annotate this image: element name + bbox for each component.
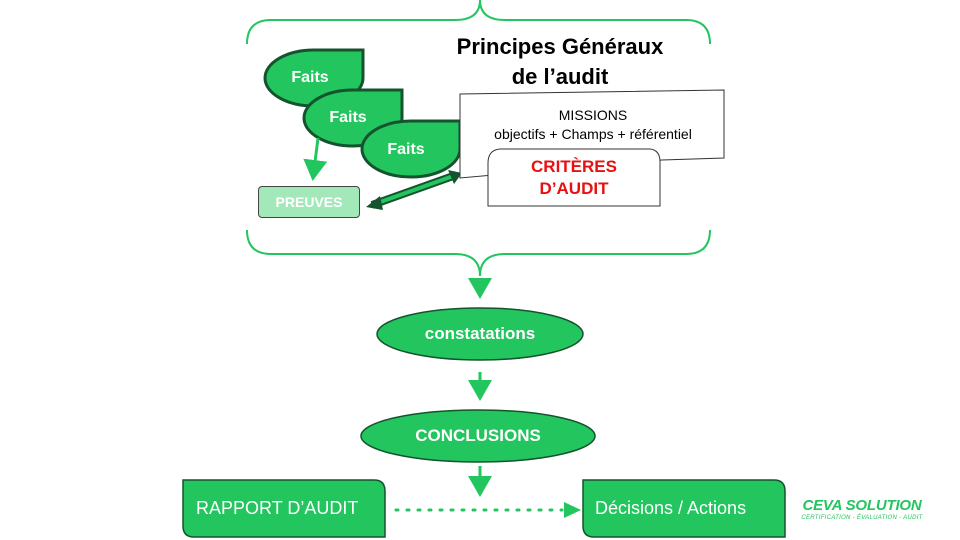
conclusions-ellipse (360, 409, 596, 463)
faits-to-preuves-arrow (303, 137, 328, 181)
criteres-line-2: D’AUDIT (539, 179, 609, 198)
preuves-label: PREUVES (275, 194, 343, 210)
constatations-label: constatations (424, 324, 536, 343)
criteres-box (487, 148, 661, 207)
ceva-logo-tagline: CERTIFICATION - ÉVALUATION - AUDIT (801, 515, 923, 521)
rapport-box (182, 479, 386, 538)
preuves-criteres-double-arrow (366, 170, 462, 210)
ceva-logo-name: CEVA SOLUTION (802, 497, 922, 514)
conclusions-label: CONCLUSIONS (415, 426, 541, 445)
faits-shape-3 (360, 119, 462, 179)
faits-label-3: Faits (387, 141, 425, 158)
criteres-line-1: CRITÈRES (531, 157, 617, 176)
title-line-2: de l’audit (511, 64, 609, 89)
diagram-title: Principes Généraux de l’audit (430, 32, 690, 92)
faits-label-1: Faits (291, 69, 329, 86)
decisions-label: Décisions / Actions (595, 498, 747, 518)
constatations-ellipse (376, 307, 584, 361)
top-brace (246, 0, 711, 45)
decisions-box (582, 479, 786, 538)
faits-label-2: Faits (329, 109, 367, 126)
missions-line-2: objectifs + Champs + référentiel (494, 126, 692, 142)
missions-line-1: MISSIONS (558, 107, 628, 123)
title-line-1: Principes Généraux (456, 34, 664, 59)
rapport-label: RAPPORT D’AUDIT (196, 498, 359, 518)
bottom-brace (246, 229, 711, 277)
missions-text: MISSIONS objectifs + Champs + référentie… (462, 106, 724, 144)
criteres-text: CRITÈRES D’AUDIT (490, 156, 658, 200)
preuves-box: PREUVES (258, 186, 360, 218)
